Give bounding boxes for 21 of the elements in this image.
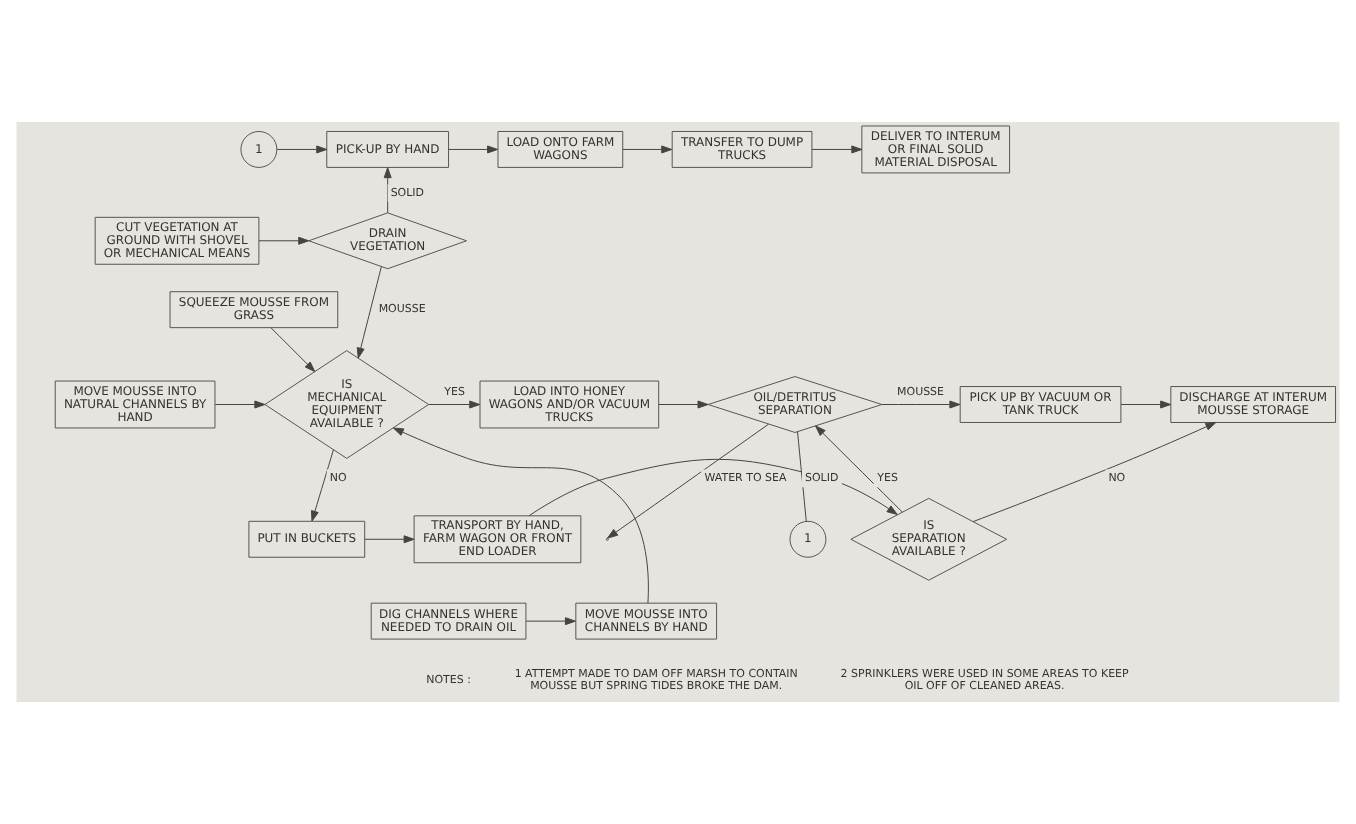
arrow [448,145,499,154]
arrow [528,458,898,517]
arrow [356,266,382,359]
arrow [311,449,334,522]
arrow [214,400,266,409]
arrow [658,400,709,409]
connector [797,431,807,522]
arrow [276,145,328,154]
arrow [607,423,769,539]
arrow [392,427,649,604]
arrow [258,236,310,245]
arrow [972,422,1217,523]
arrow [622,145,673,154]
arrow [383,167,392,214]
arrow [428,400,481,409]
arrow [364,535,415,544]
arrow [525,617,576,626]
arrow [881,400,961,409]
arrow [1120,400,1172,409]
arrow [811,145,863,154]
arrow [270,327,316,373]
